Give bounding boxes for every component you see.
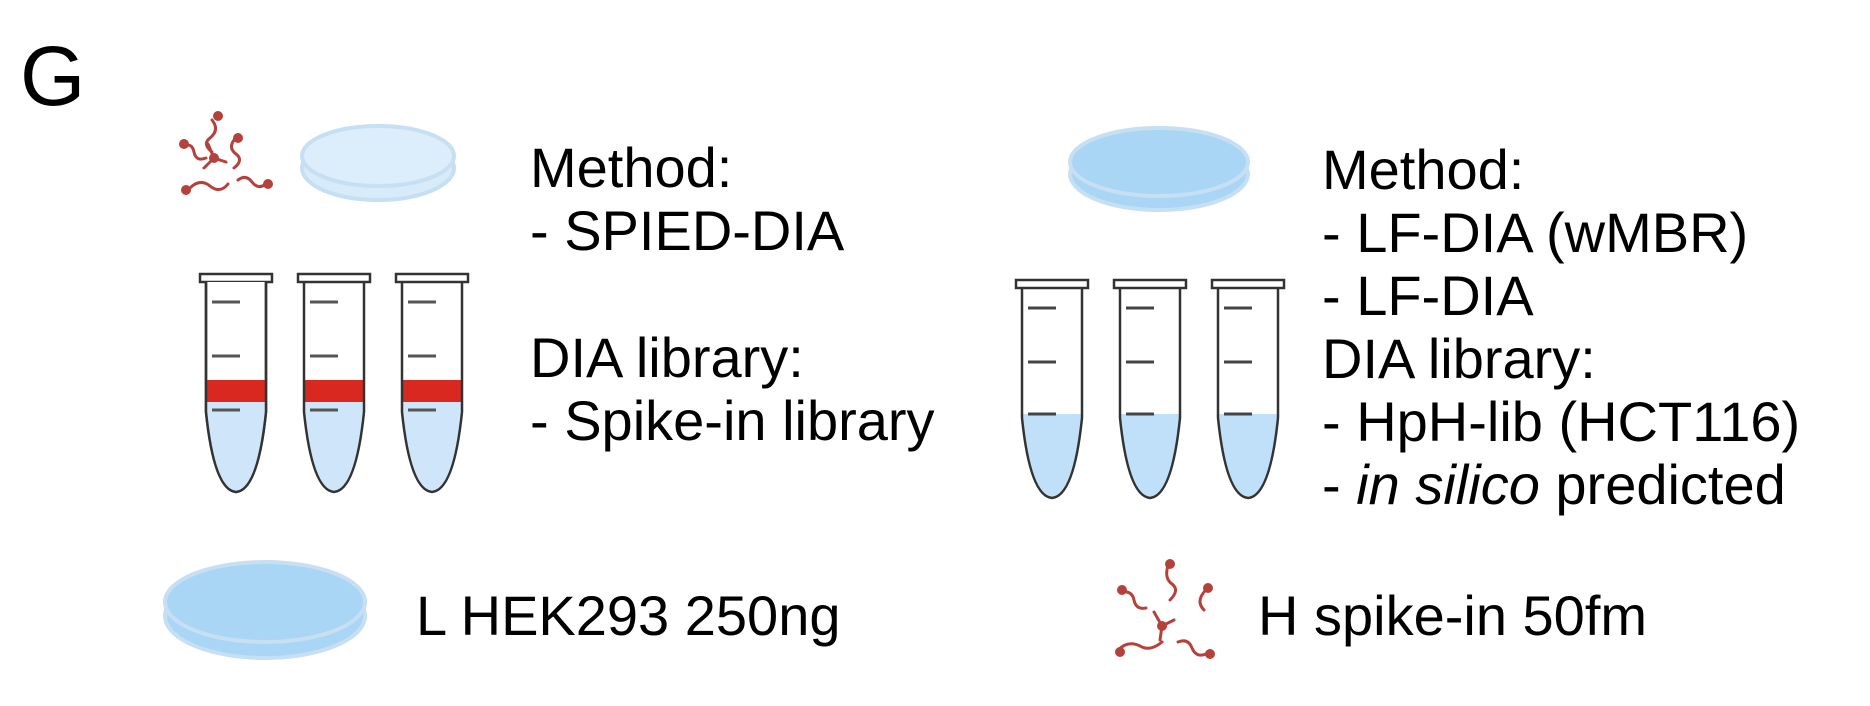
panel-label: G bbox=[20, 29, 86, 123]
left-method-item: - SPIED-DIA bbox=[530, 199, 845, 262]
right-library-item-2-prefix: - bbox=[1322, 453, 1357, 516]
tube-icon-3 bbox=[1210, 278, 1286, 500]
left-library-heading: DIA library: bbox=[530, 326, 804, 389]
tube-icon-2 bbox=[1112, 278, 1188, 500]
right-library-heading: DIA library: bbox=[1322, 327, 1596, 390]
right-description: Method: - LF-DIA (wMBR) - LF-DIA DIA lib… bbox=[1322, 138, 1800, 516]
light-dish-legend-icon bbox=[163, 560, 367, 660]
right-method-item-1: - LF-DIA (wMBR) bbox=[1322, 201, 1749, 264]
peptide-legend-icon bbox=[1115, 559, 1215, 659]
left-library: DIA library: - Spike-in library bbox=[530, 326, 935, 452]
right-library-item-2-italic: in silico bbox=[1356, 453, 1540, 516]
tube-icon-1 bbox=[1014, 278, 1090, 500]
spiked-tube-icon-2 bbox=[296, 272, 372, 494]
right-library-item-2-suffix: predicted bbox=[1539, 453, 1786, 516]
right-method-item-2: - LF-DIA bbox=[1322, 264, 1534, 327]
right-library-item-2: - in silico predicted bbox=[1322, 453, 1800, 516]
left-description: Method: - SPIED-DIA bbox=[530, 136, 844, 262]
left-library-item: - Spike-in library bbox=[530, 389, 935, 452]
heavy-culture-dish-icon bbox=[1068, 126, 1250, 212]
spiked-tube-icon-1 bbox=[198, 272, 274, 494]
left-method-heading: Method: bbox=[530, 136, 733, 199]
light-culture-dish-icon bbox=[300, 124, 456, 202]
right-method-heading: Method: bbox=[1322, 138, 1525, 201]
spiked-tube-icon-3 bbox=[394, 272, 470, 494]
right-library-item-1: - HpH-lib (HCT116) bbox=[1322, 390, 1801, 453]
peptide-cluster-icon bbox=[179, 111, 273, 195]
heavy-legend-label: H spike-in 50fm bbox=[1258, 584, 1648, 647]
light-legend-label: L HEK293 250ng bbox=[416, 584, 841, 647]
